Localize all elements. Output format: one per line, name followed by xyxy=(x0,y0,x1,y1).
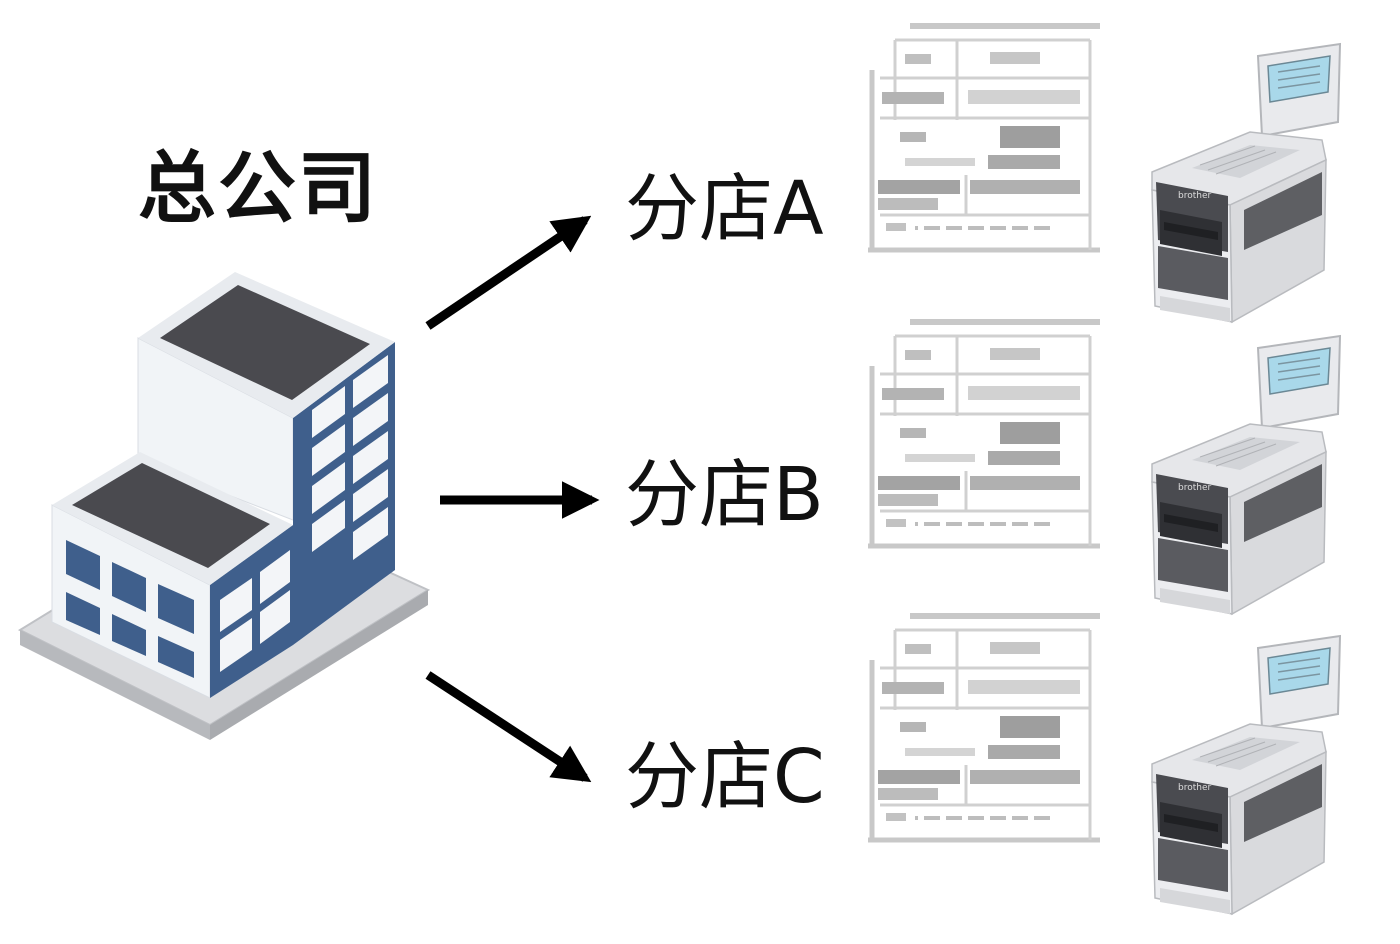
branch-b-label: 分店B xyxy=(625,452,824,538)
headquarters-label: 总公司 xyxy=(138,144,379,234)
label-printer-icon: brother xyxy=(1151,42,1342,324)
branch-a-label: 分店A xyxy=(625,166,824,252)
arrow-to-branch-a xyxy=(425,215,592,330)
printer-brand-text: brother xyxy=(1178,191,1211,201)
label-printer-icon xyxy=(1151,635,1341,915)
arrow-to-branch-c xyxy=(425,671,592,783)
label-sheet-icon xyxy=(868,616,1100,842)
headquarters-building-icon xyxy=(17,272,431,740)
label-sheet-icon xyxy=(868,322,1100,548)
label-sheet-icon xyxy=(868,23,1100,253)
branch-c-label: 分店C xyxy=(625,734,825,820)
label-printer-icon xyxy=(1151,335,1341,615)
